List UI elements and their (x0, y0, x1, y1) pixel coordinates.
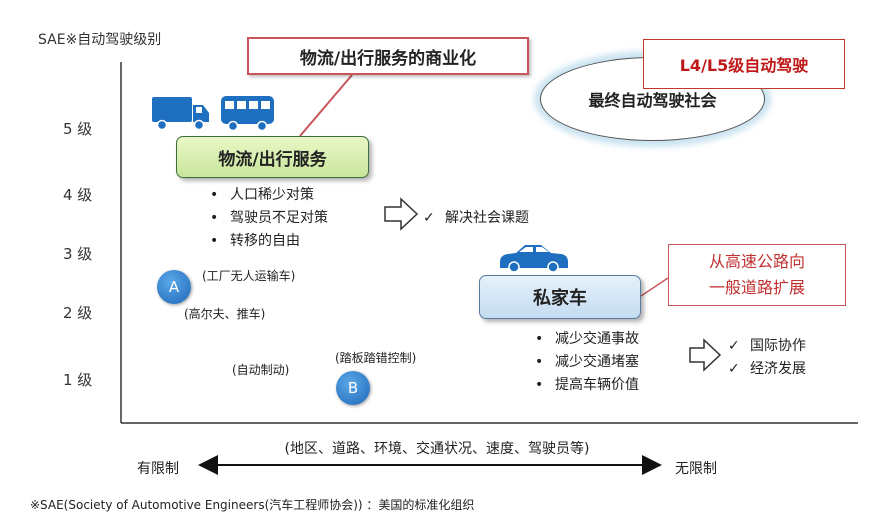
logistics-bullet: • 人口稀少对策 (210, 184, 314, 204)
highway-line-1: 从高速公路向 (708, 252, 805, 271)
marker-b-label-pedal: (踏板踏错控制) (335, 351, 417, 365)
bullet-dot: • (210, 210, 219, 226)
logistics-bullet: • 驾驶员不足对策 (210, 207, 328, 227)
private-car-bullet: • 减少交通事故 (535, 328, 639, 348)
bullet-dot: • (210, 233, 219, 249)
result-text: 经济发展 (750, 361, 806, 377)
private-car-result: ✓ 国际协作 (728, 335, 806, 355)
level-3-label: 3 级 (63, 245, 93, 263)
truck-icon (152, 97, 209, 131)
highway-line-2: 一般道路扩展 (708, 278, 805, 297)
marker-b-circle: B (336, 371, 370, 405)
private-car-bullet: • 减少交通堵塞 (535, 351, 639, 371)
bullet-dot: • (535, 354, 544, 370)
private-car-bullet: • 提高车辆价值 (535, 374, 639, 394)
bullet-text: 提高车辆价值 (555, 377, 639, 393)
level-2-label: 2 级 (63, 304, 93, 322)
bullet-dot: • (535, 331, 544, 347)
commercial-connector (299, 74, 353, 137)
check-icon: ✓ (728, 338, 740, 354)
highway-connector (640, 277, 669, 297)
bullet-text: 减少交通堵塞 (555, 354, 639, 370)
footnote: ※SAE(Society of Automotive Engineers(汽车工… (30, 498, 475, 512)
marker-a-label-1: (工厂无人运输车) (202, 269, 296, 283)
y-axis-title: SAE※自动驾驶级别 (38, 32, 162, 48)
marker-a-label-2: (高尔夫、推车) (184, 307, 266, 321)
check-icon: ✓ (423, 210, 435, 226)
hollow-arrow-icon (689, 338, 722, 372)
logistics-result: ✓ 解决社会课题 (423, 207, 529, 227)
bullet-text: 转移的自由 (230, 233, 300, 249)
hollow-arrow-icon (384, 197, 419, 231)
bullet-dot: • (210, 187, 219, 203)
marker-a-circle: A (157, 270, 191, 304)
bullet-text: 减少交通事故 (555, 331, 639, 347)
highway-expansion-callout: 从高速公路向 一般道路扩展 (668, 244, 846, 306)
logistics-service-box: 物流/出行服务 (176, 136, 369, 178)
bullet-text: 人口稀少对策 (230, 187, 314, 203)
commercialization-callout: 物流/出行服务的商业化 (247, 37, 529, 75)
l4-l5-badge: L4/L5级自动驾驶 (643, 39, 845, 89)
check-icon: ✓ (728, 361, 740, 377)
private-car-box: 私家车 (479, 275, 641, 319)
level-4-label: 4 级 (63, 186, 93, 204)
marker-b-label-brake: (自动制动) (232, 363, 290, 377)
x-axis-left-label: 有限制 (137, 461, 179, 477)
private-car-result: ✓ 经济发展 (728, 358, 806, 378)
result-text: 国际协作 (750, 338, 806, 354)
car-icon (500, 245, 568, 273)
x-axis-right-label: 无限制 (675, 461, 717, 477)
bus-icon (221, 96, 274, 132)
result-text: 解决社会课题 (445, 210, 529, 226)
bullet-text: 驾驶员不足对策 (230, 210, 328, 226)
logistics-bullet: • 转移的自由 (210, 230, 300, 250)
level-1-label: 1 级 (63, 371, 93, 389)
level-5-label: 5 级 (63, 120, 93, 138)
bullet-dot: • (535, 377, 544, 393)
x-axis-conditions: (地区、道路、环境、交通状况、速度、驾驶员等) (284, 441, 590, 457)
